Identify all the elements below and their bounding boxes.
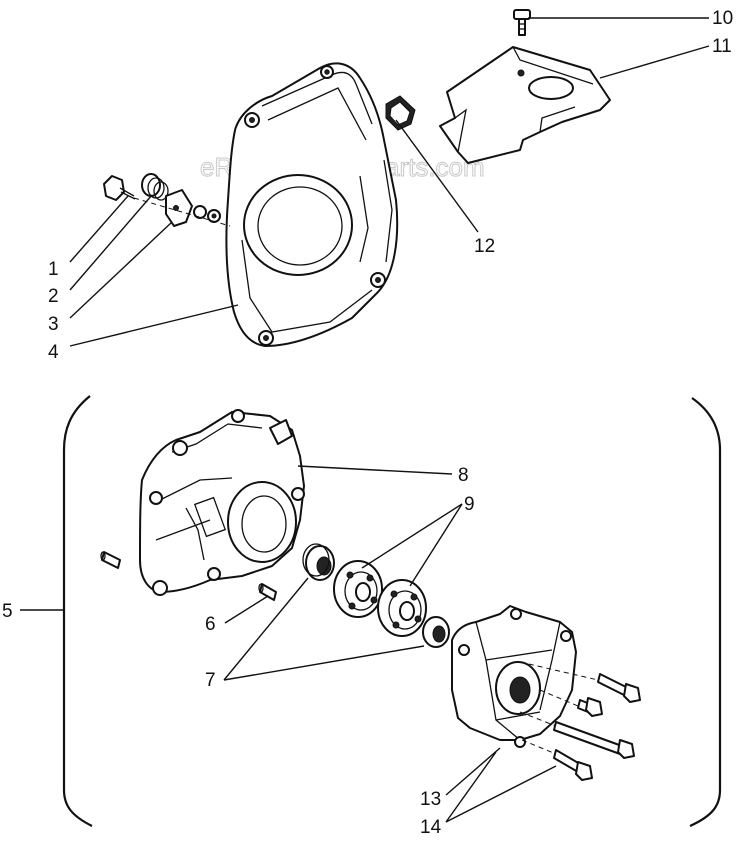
part-8-crankcase	[139, 409, 305, 596]
callout-3: 3	[48, 314, 59, 335]
part-7-seal-upper	[302, 543, 335, 581]
part-11-shroud-cover	[439, 46, 611, 164]
part-14-screw-c	[539, 689, 603, 717]
part-9-bearing-lower	[377, 579, 427, 637]
part-2-spring	[141, 173, 169, 201]
callout-5: 5	[2, 601, 13, 622]
part-13-crankcase-cover	[451, 605, 577, 748]
part-6-dowel-pin	[258, 583, 277, 601]
callout-8: 8	[458, 465, 469, 486]
part-4-fan-housing	[225, 62, 399, 347]
part-14-screw-d	[521, 739, 593, 781]
dowel-pin-left	[100, 551, 121, 569]
callout-11: 11	[712, 36, 732, 57]
right-bracket	[689, 397, 722, 828]
part-14-screw-b	[519, 711, 635, 759]
callout-6: 6	[205, 614, 216, 635]
callout-9: 9	[464, 494, 475, 515]
callout-14: 14	[420, 817, 442, 838]
part-12-pad	[385, 95, 416, 131]
part-1-screw	[103, 175, 136, 201]
callout-1: 1	[48, 259, 59, 280]
part-7-seal-lower	[422, 616, 450, 648]
left-bracket	[62, 395, 93, 827]
part-9-bearing-upper	[333, 560, 383, 618]
leader-lines	[20, 17, 710, 823]
part-3-bracket	[133, 189, 231, 227]
part-14-screw-a	[519, 661, 641, 703]
callout-13: 13	[420, 789, 441, 810]
callout-12: 12	[474, 236, 495, 257]
callout-7: 7	[205, 670, 216, 691]
callout-10: 10	[712, 8, 733, 29]
callout-4: 4	[48, 342, 59, 363]
part-10-bolt	[513, 9, 531, 36]
callout-2: 2	[48, 286, 59, 307]
